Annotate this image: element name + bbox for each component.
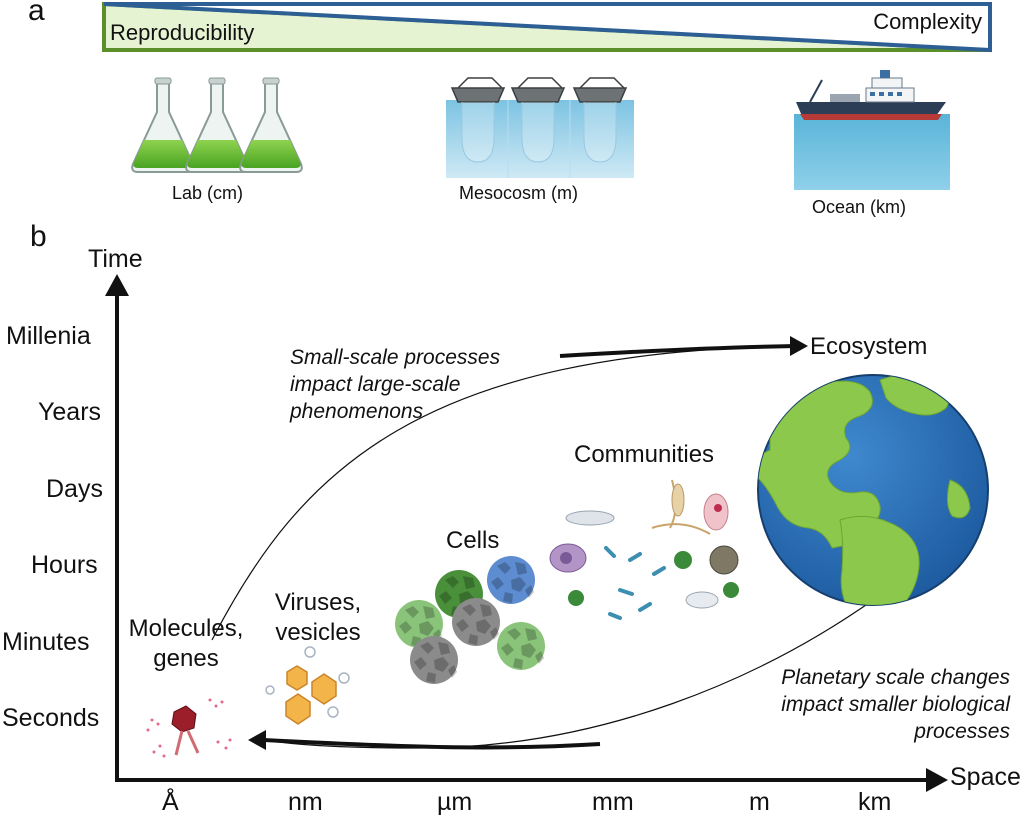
y-tick-minutes: Minutes: [2, 628, 90, 656]
note-upward-line2: impact large-scale: [290, 373, 461, 396]
x-tick-angstrom: Å: [162, 788, 179, 816]
group-molecules-line1: Molecules,: [128, 615, 244, 642]
panel-b-letter: b: [30, 220, 47, 253]
downward-arrow: [248, 597, 877, 750]
x-axis: [115, 768, 948, 792]
y-tick-years: Years: [38, 398, 102, 426]
group-ecosystem: Ecosystem: [810, 333, 928, 360]
y-tick-hours: Hours: [31, 551, 98, 579]
y-tick-seconds: Seconds: [2, 704, 100, 732]
reproducibility-label: Reproducibility: [110, 20, 255, 45]
group-viruses-line2: vesicles: [275, 619, 361, 646]
note-upward: Small-scale processes impact large-scale…: [290, 344, 500, 425]
virus-icon: [265, 646, 350, 725]
y-axis-title: Time: [88, 245, 143, 273]
plankton-icon: [549, 479, 739, 620]
note-upward-line1: Small-scale processes: [290, 346, 501, 369]
x-tick-nm: nm: [288, 788, 323, 816]
flask-icon: [131, 77, 303, 173]
group-cells: Cells: [446, 527, 500, 554]
cell-icon: [395, 556, 545, 684]
y-tick-millenia: Millenia: [6, 322, 91, 350]
note-downward-line1: Planetary scale changes: [781, 666, 1010, 689]
scale-label-mesocosm: Mesocosm (m): [459, 183, 579, 203]
x-axis-title: Space: [950, 763, 1021, 791]
group-molecules-line2: genes: [153, 645, 219, 672]
ship-icon: [794, 70, 950, 190]
scale-label-lab: Lab (cm): [172, 183, 244, 203]
x-tick-mm: mm: [592, 788, 634, 816]
note-downward-line3: processes: [914, 720, 1010, 743]
group-communities: Communities: [574, 441, 715, 468]
x-tick-um: µm: [437, 788, 473, 816]
upward-arrow: [211, 336, 808, 641]
earth-icon: [757, 374, 989, 606]
group-viruses-line1: Viruses,: [274, 589, 362, 616]
x-tick-km: km: [858, 788, 892, 816]
scale-label-ocean: Ocean (km): [812, 197, 907, 217]
gradient-bar: [102, 1, 992, 53]
group-molecules: Molecules, genes: [116, 614, 256, 674]
y-axis: [105, 274, 129, 782]
protein-icon: [146, 698, 232, 758]
note-downward-line2: impact smaller biological: [781, 693, 1010, 716]
group-viruses: Viruses, vesicles: [258, 588, 378, 648]
mesocosm-icon: [446, 77, 634, 178]
complexity-label: Complexity: [873, 9, 982, 34]
x-tick-m: m: [749, 788, 770, 816]
note-upward-line3: phenomenons: [290, 400, 424, 423]
y-tick-days: Days: [46, 475, 103, 503]
panel-a-letter: a: [28, 0, 45, 27]
note-downward: Planetary scale changes impact smaller b…: [781, 664, 1010, 745]
